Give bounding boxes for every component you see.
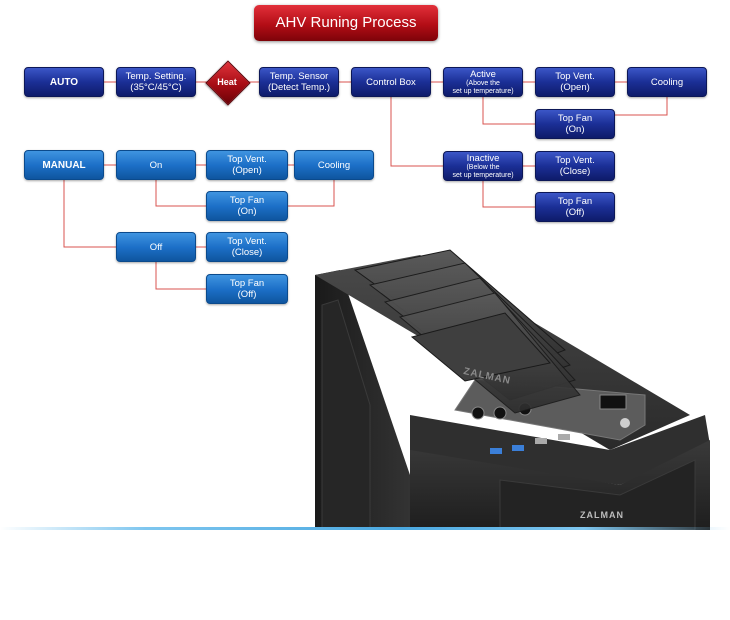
manual-top-vent-close-line2: (Close) — [231, 247, 263, 258]
manual-top-fan-on-box: Top Fan (On) — [206, 191, 288, 221]
floor-line — [0, 527, 730, 530]
temp-setting-line2: (35°C/45°C) — [130, 82, 182, 93]
auto-cooling-label: Cooling — [650, 76, 684, 88]
auto-top-fan-on-line2: (On) — [565, 124, 585, 135]
manual-top-vent-open-box: Top Vent. (Open) — [206, 150, 288, 180]
manual-top-vent-open-line2: (Open) — [232, 165, 262, 176]
case-logo-front: ZALMAN — [580, 510, 624, 520]
auto-top-fan-on-box: Top Fan (On) — [535, 109, 615, 139]
inactive-desc-line2: set up temperature) — [452, 171, 514, 179]
auto-top-vent-open-line2: (Open) — [560, 82, 590, 93]
manual-top-vent-close-line1: Top Vent. — [227, 236, 267, 247]
auto-mode-box: AUTO — [24, 67, 104, 97]
manual-top-fan-off-line2: (Off) — [237, 289, 257, 300]
page-title: AHV Runing Process — [254, 5, 438, 41]
auto-top-fan-on-line1: Top Fan — [557, 113, 593, 124]
active-box: Active (Above the set up temperature) — [443, 67, 523, 97]
inactive-desc-line1: (Below the — [466, 163, 500, 171]
control-box-label: Control Box — [366, 76, 416, 88]
active-desc-line1: (Above the — [466, 79, 500, 87]
temp-sensor-box: Temp. Sensor (Detect Temp.) — [259, 67, 339, 97]
auto-top-vent-close-line2: (Close) — [559, 166, 591, 177]
pc-case-illustration — [315, 249, 710, 530]
manual-off-box: Off — [116, 232, 196, 262]
manual-top-fan-on-line1: Top Fan — [229, 195, 265, 206]
manual-cooling-box: Cooling — [294, 150, 374, 180]
temp-sensor-line2: (Detect Temp.) — [267, 82, 331, 93]
auto-top-fan-off-box: Top Fan (Off) — [535, 192, 615, 222]
inactive-box: Inactive (Below the set up temperature) — [443, 151, 523, 181]
auto-top-vent-open-box: Top Vent. (Open) — [535, 67, 615, 97]
temp-setting-line1: Temp. Setting. — [125, 71, 187, 82]
manual-cooling-label: Cooling — [317, 159, 351, 171]
manual-mode-box: MANUAL — [24, 150, 104, 180]
heat-label: Heat — [217, 77, 237, 87]
auto-cooling-box: Cooling — [627, 67, 707, 97]
manual-mode-label: MANUAL — [42, 159, 86, 171]
manual-on-box: On — [116, 150, 196, 180]
auto-top-fan-off-line1: Top Fan — [557, 196, 593, 207]
active-desc-line2: set up temperature) — [452, 87, 514, 95]
manual-top-fan-off-box: Top Fan (Off) — [206, 274, 288, 304]
manual-top-fan-off-line1: Top Fan — [229, 278, 265, 289]
manual-off-label: Off — [149, 241, 163, 253]
temp-sensor-line1: Temp. Sensor — [269, 71, 329, 82]
active-title: Active — [470, 68, 496, 80]
manual-top-vent-open-line1: Top Vent. — [227, 154, 267, 165]
inactive-title: Inactive — [466, 152, 500, 164]
auto-top-vent-close-line1: Top Vent. — [555, 155, 595, 166]
auto-top-vent-open-line1: Top Vent. — [555, 71, 595, 82]
auto-mode-label: AUTO — [49, 76, 79, 88]
control-box: Control Box — [351, 67, 431, 97]
temp-setting-box: Temp. Setting. (35°C/45°C) — [116, 67, 196, 97]
auto-top-vent-close-box: Top Vent. (Close) — [535, 151, 615, 181]
manual-on-label: On — [149, 159, 163, 171]
manual-top-vent-close-box: Top Vent. (Close) — [206, 232, 288, 262]
auto-top-fan-off-line2: (Off) — [565, 207, 585, 218]
heat-decision: Heat — [205, 60, 251, 106]
manual-top-fan-on-line2: (On) — [237, 206, 257, 217]
